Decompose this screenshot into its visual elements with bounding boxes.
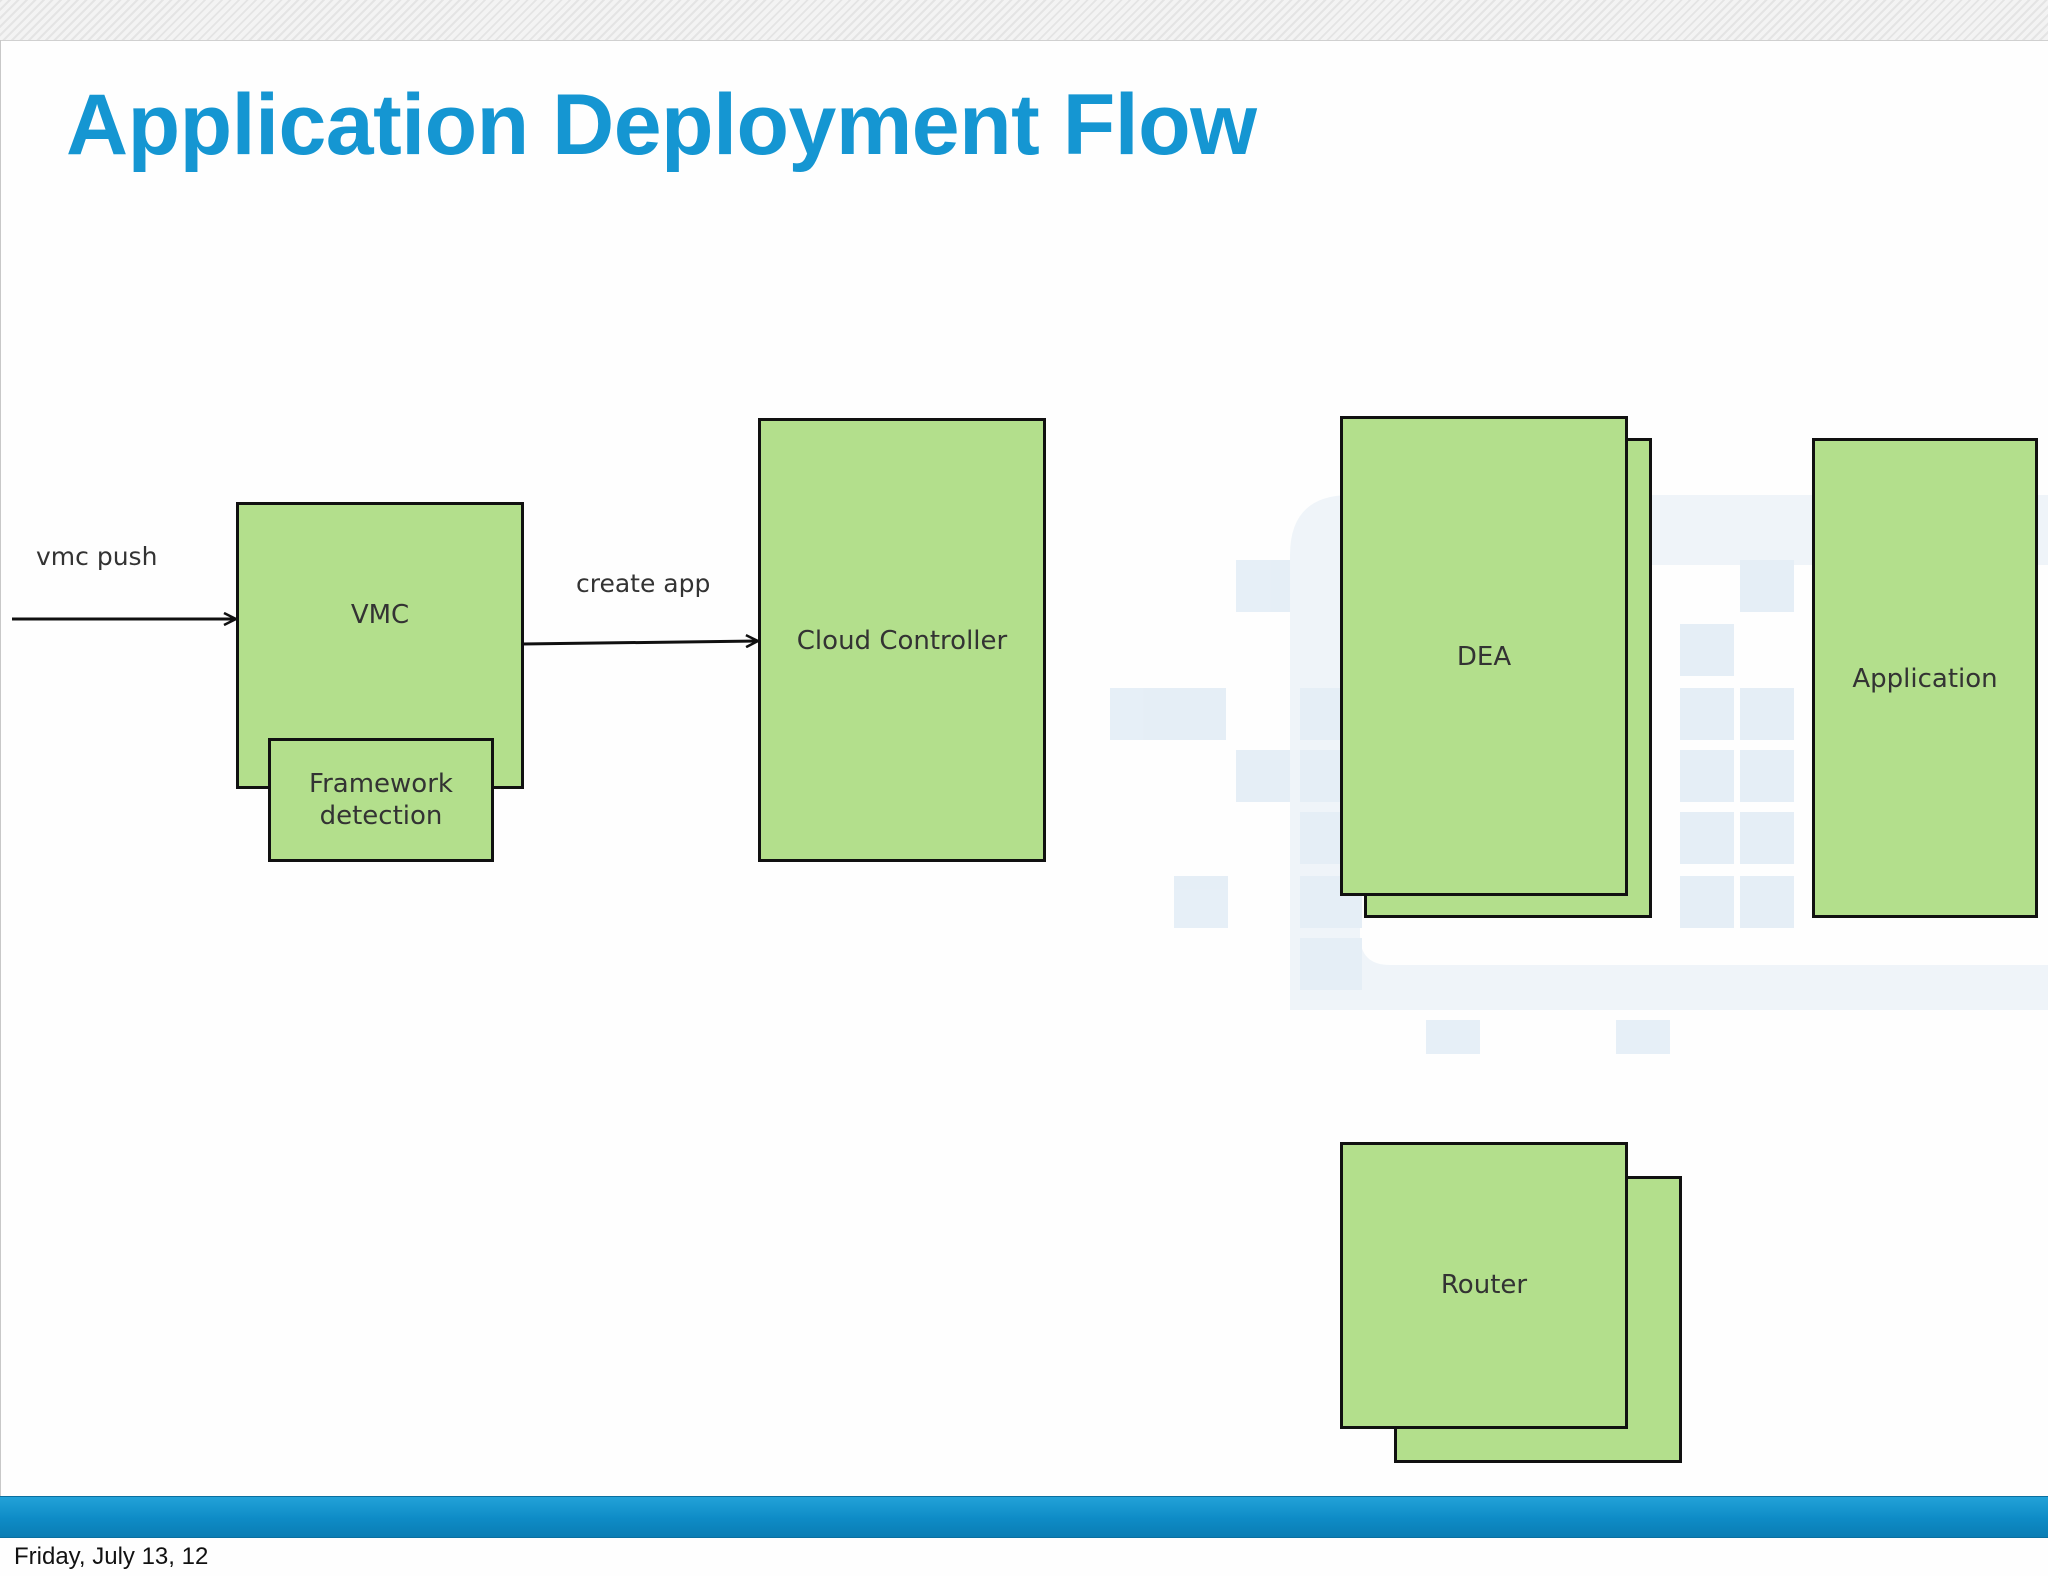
router-box: Router — [1340, 1142, 1628, 1429]
router-label: Router — [1440, 1270, 1528, 1301]
slide-left-border — [0, 40, 1, 1535]
slide-top-strip — [0, 0, 2048, 41]
vmc-push-label: vmc push — [36, 542, 158, 571]
framework-detection-box: Framework detection — [268, 738, 494, 862]
create-app-label: create app — [576, 569, 711, 598]
vmc-label: VMC — [350, 600, 410, 631]
footer-band — [0, 1496, 2048, 1538]
dea-label: DEA — [1456, 642, 1512, 672]
cloud-controller-box: Cloud Controller — [758, 418, 1046, 862]
framework-detection-label-line2: detection — [319, 801, 443, 831]
create-app-arrow — [521, 641, 758, 644]
footer-date: Friday, July 13, 12 — [14, 1543, 209, 1570]
application-box: Application — [1812, 438, 2038, 918]
framework-detection-label-line1: Framework — [309, 768, 453, 799]
dea-box: DEA — [1340, 416, 1628, 896]
slide-title: Application Deployment Flow — [66, 77, 1257, 173]
application-label: Application — [1852, 664, 1998, 694]
cloud-controller-label: Cloud Controller — [796, 626, 1008, 656]
